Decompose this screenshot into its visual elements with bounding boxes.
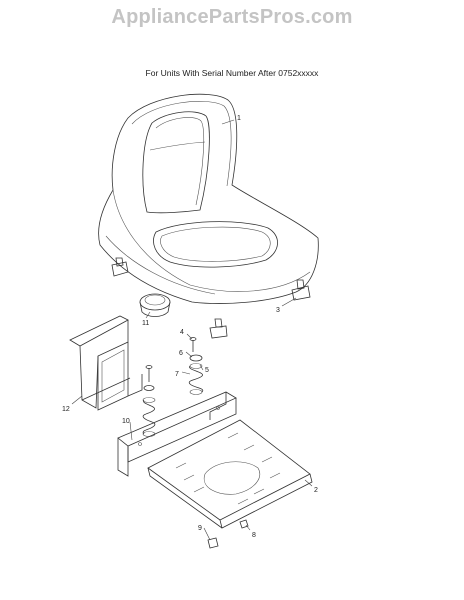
part-channel-bar[interactable] (117, 391, 237, 477)
part-bracket[interactable] (69, 315, 143, 411)
callout-5: 5 (205, 367, 209, 374)
diagram-caption: For Units With Serial Number After 0752x… (145, 68, 319, 78)
callout-11: 11 (142, 320, 149, 327)
callout-3: 3 (276, 307, 280, 314)
part-nuts[interactable] (207, 519, 249, 549)
callout-1: 1 (237, 115, 241, 122)
part-seat-plate[interactable] (147, 419, 313, 529)
callout-7: 7 (175, 371, 179, 378)
callout-12: 12 (62, 406, 70, 413)
part-seat-switch[interactable] (139, 293, 171, 317)
part-hardware-stack[interactable] (142, 337, 204, 437)
part-seat[interactable] (98, 93, 319, 339)
callout-leaders (71, 119, 313, 541)
callout-9: 9 (198, 525, 202, 532)
watermark-logo: AppliancePartsPros.com (111, 6, 353, 28)
callout-2: 2 (314, 487, 318, 494)
callout-8: 8 (252, 532, 256, 539)
callout-4: 4 (180, 329, 184, 336)
callout-6: 6 (179, 350, 183, 357)
callout-10: 10 (122, 418, 130, 425)
